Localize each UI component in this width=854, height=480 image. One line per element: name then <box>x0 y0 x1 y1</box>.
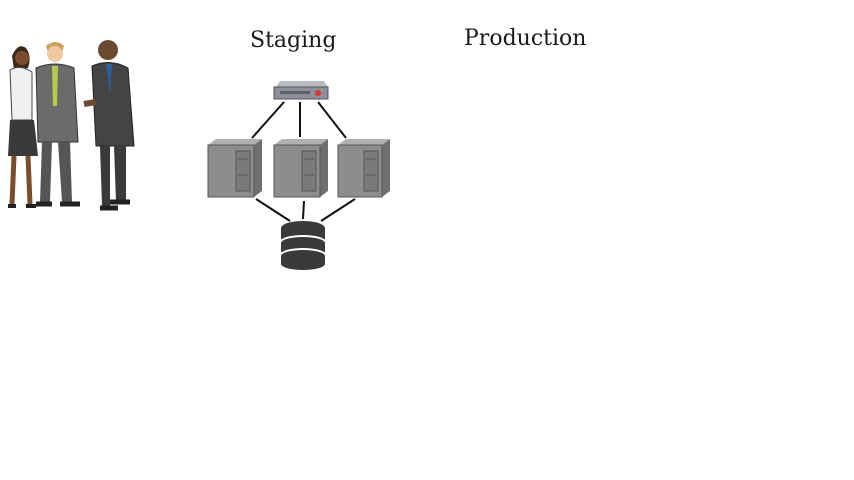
business-people-illustration <box>8 40 135 211</box>
connector-lb-server-1 <box>251 101 285 139</box>
load-balancer-icon <box>273 81 329 100</box>
staging-label: Staging <box>250 28 337 53</box>
server-tower-icon <box>273 139 328 198</box>
person-woman <box>8 46 38 208</box>
connector-server-1-db <box>255 198 291 222</box>
connector-server-3-db <box>320 198 356 222</box>
production-label: Production <box>464 26 587 51</box>
server-tower-icon <box>337 139 390 198</box>
server-tower-icon <box>207 139 262 198</box>
staging-architecture-diagram <box>207 81 390 270</box>
person-right-man <box>83 40 135 211</box>
connector-server-2-db <box>302 200 305 220</box>
database-icon <box>281 221 325 270</box>
connector-lb-server-3 <box>317 101 347 139</box>
person-middle-man <box>35 42 80 207</box>
